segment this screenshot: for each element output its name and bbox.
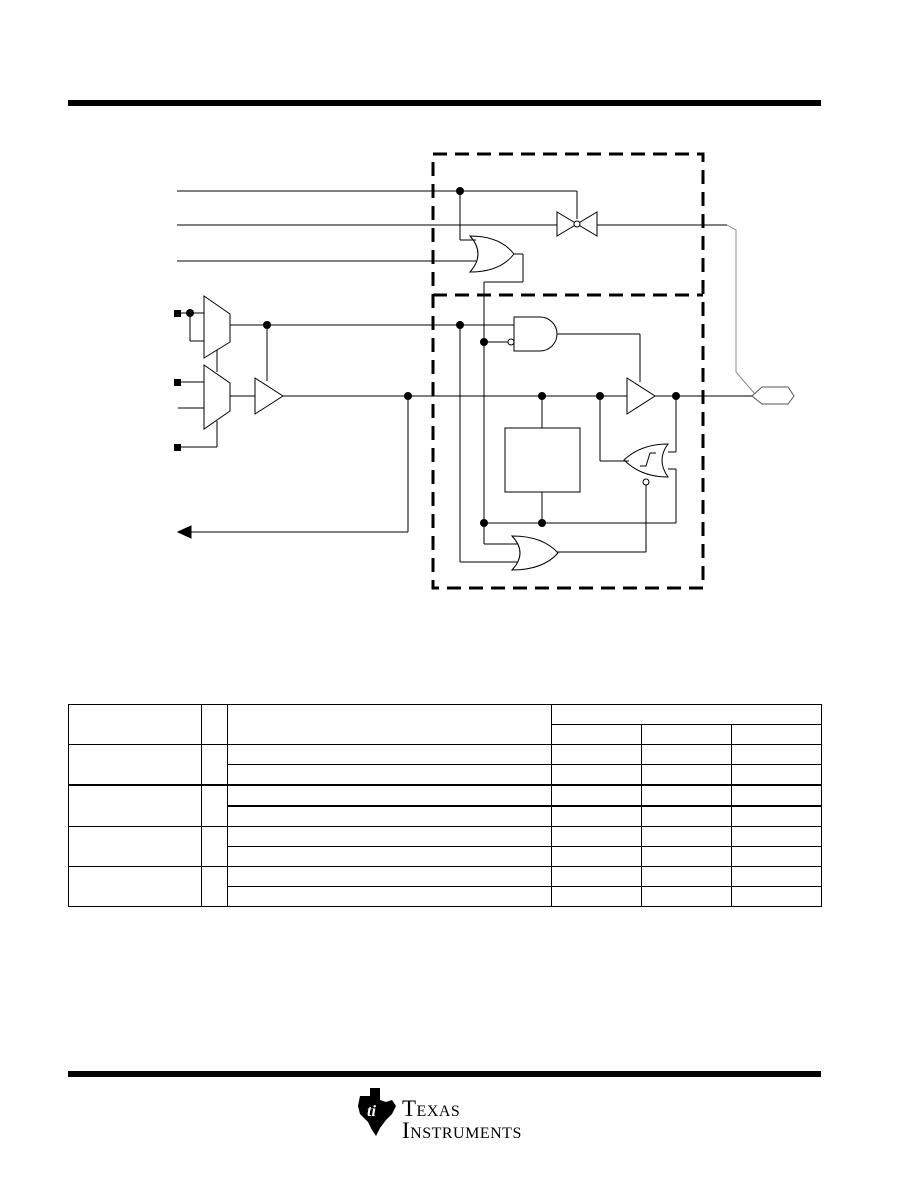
table-row — [69, 805, 823, 827]
table-row — [69, 846, 823, 867]
table-cell — [201, 866, 228, 907]
table-header-cell — [68, 704, 202, 745]
table-cell — [227, 744, 552, 765]
table-cell — [641, 784, 732, 807]
boundary-dashed-box — [431, 152, 705, 590]
table-cell — [730, 764, 823, 786]
table-cell — [68, 866, 202, 907]
table-cell — [68, 784, 202, 827]
io-pad-terminal — [751, 386, 795, 405]
or-gate-bottom — [510, 535, 559, 571]
table-cell — [641, 886, 732, 907]
output-arrow-left — [176, 525, 192, 539]
table-cell — [730, 866, 823, 887]
table-header-group-cell — [550, 704, 823, 725]
input-buffer — [254, 377, 284, 415]
table-cell — [227, 886, 552, 907]
top-rule — [68, 100, 821, 106]
table-cell — [730, 826, 823, 847]
table-cell — [551, 764, 642, 786]
table-cell — [641, 805, 732, 827]
table-row — [68, 866, 823, 907]
table-cell — [227, 846, 552, 867]
table-cell — [551, 744, 642, 765]
table-header-cell — [201, 704, 228, 745]
table-cell — [551, 886, 642, 907]
table-row — [68, 826, 823, 867]
wordmark-line-2: Instruments — [402, 1118, 522, 1143]
mux-lower — [203, 364, 231, 430]
table-cell — [227, 764, 552, 786]
table-header-cell — [641, 724, 732, 745]
ti-logo-icon: ti Texas Instruments — [356, 1084, 526, 1144]
schematic-diagram — [174, 152, 795, 590]
table-header-cell — [227, 704, 552, 745]
table-cell — [201, 826, 228, 867]
schmitt-or-gate — [623, 443, 669, 478]
output-buffer — [626, 377, 656, 415]
table-cell — [227, 866, 552, 887]
or-gate-top — [468, 235, 515, 273]
table-cell — [730, 805, 823, 827]
table-cell — [641, 866, 732, 887]
table-cell — [730, 846, 823, 867]
table-row — [68, 744, 823, 786]
bottom-rule — [68, 1071, 821, 1077]
table-cell — [730, 784, 823, 807]
table-cell — [641, 826, 732, 847]
table-header-cell — [730, 724, 823, 745]
table-cell — [227, 826, 552, 847]
texas-state-mark-icon: ti — [358, 1088, 396, 1136]
mux-upper — [203, 295, 231, 359]
table-cell — [551, 805, 642, 827]
table-cell — [227, 784, 552, 807]
table-cell — [730, 886, 823, 907]
table-row — [68, 784, 823, 827]
table-header-row — [68, 704, 823, 745]
internal-block — [504, 427, 581, 493]
table-cell — [227, 805, 552, 827]
table-row — [69, 886, 823, 907]
table-cell — [551, 846, 642, 867]
svg-text:ti: ti — [367, 1103, 376, 1120]
table-cell — [641, 846, 732, 867]
table-row — [69, 764, 823, 786]
transmission-gate-right — [576, 211, 598, 237]
table-cell — [68, 744, 202, 786]
table-cell — [641, 744, 732, 765]
table-cell — [551, 784, 642, 807]
table-cell — [551, 826, 642, 847]
table-cell — [201, 784, 228, 827]
wordmark-line-1: Texas — [402, 1096, 461, 1121]
spec-table — [68, 704, 823, 907]
ti-wordmark: Texas Instruments — [402, 1096, 522, 1143]
table-cell — [641, 764, 732, 786]
and-gate — [513, 316, 558, 352]
table-cell — [730, 744, 823, 765]
table-header-row — [69, 724, 823, 745]
table-cell — [201, 744, 228, 786]
table-header-cell — [551, 724, 642, 745]
table-cell — [68, 826, 202, 867]
table-cell — [551, 866, 642, 887]
transmission-gate-left — [556, 211, 578, 237]
